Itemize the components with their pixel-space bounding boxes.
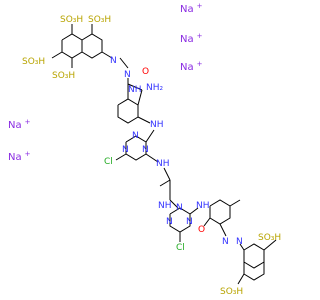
bond [229,199,241,207]
sodium-charge-label: + [25,150,31,158]
azo-nitrogen-label: N [236,237,243,247]
triazine-nitrogen-label: N [122,145,129,155]
methoxy-oxygen-label: O [198,225,205,235]
atom-labels: SO₃H SO₃H SO₃H SO₃H N N O NH₂ NH NH N N … [22,15,281,297]
sulfonic-acid-label: SO₃H [220,287,243,297]
chlorine-label: Cl [104,157,113,167]
sulfonic-acid-label: SO₃H [22,57,45,67]
naphthalene-top-ring-b [81,33,103,59]
bond [159,179,171,187]
bond [137,116,151,124]
azo-nitrogen-label: N [124,70,131,80]
bond [163,167,171,181]
chlorine-label: Cl [176,243,185,253]
triazine-nitrogen-label: N [142,145,149,155]
chemical-structure-diagram: Na+ Na+ Na+ Na+ Na+ SO₃H SO₃H SO₃H SO₃H N N … [8,2,281,297]
triazine-nitrogen-label: N [132,131,139,141]
bond [237,273,245,285]
triazine-ring-2 [169,207,191,233]
sulfonic-acid-label: SO₃H [52,71,75,81]
urea-amine-label: NH₂ [146,83,164,93]
sulfonic-acid-label: SO₃H [60,15,83,25]
naphthalene-bottom-ring-a [243,243,265,269]
naphthalene-bottom-ring-b [243,262,265,281]
sodium-charge-label: + [197,32,203,40]
sodium-charge-label: + [197,60,203,68]
bond [239,243,245,251]
sulfonic-acid-label: SO₃H [258,233,281,243]
triazine-nitrogen-label: N [166,217,173,227]
bond [137,89,143,106]
amine-label: NH [158,201,172,211]
bond [219,223,227,237]
bond [119,57,129,69]
bond [203,217,211,227]
sodium-charge-label: + [25,118,31,126]
bond [51,51,63,59]
sodium-ion-label: Na+ [180,60,203,73]
amine-label: NH [156,159,170,169]
sodium-ion-label: Na+ [180,32,203,45]
bond [145,129,155,143]
amine-label: NH [196,201,210,211]
bond [169,199,179,209]
sodium-ion-label: Na+ [180,2,203,15]
azo-nitrogen-label: N [110,56,117,66]
triazine-nitrogen-label: N [186,217,193,227]
urea-oxygen-label: O [142,67,149,77]
bond [189,207,199,215]
phenyl-ring-2 [209,199,231,225]
naphthalene-top-ring-a [61,33,83,59]
phenyl-ring-1 [117,98,139,124]
urea-nh-label: NH [128,85,142,95]
bond [101,51,113,59]
molecule-bonds [51,24,277,285]
sulfonic-acid-label: SO₃H [88,15,111,25]
amine-label: NH [150,120,164,130]
sodium-ion-label: Na+ [8,150,31,163]
sodium-charge-label: + [197,2,203,10]
bond [115,153,127,161]
azo-nitrogen-label: N [222,237,229,247]
triazine-nitrogen-label: N [176,203,183,213]
sodium-counterions: Na+ Na+ Na+ Na+ Na+ [8,2,203,163]
bond [263,239,277,251]
bond [145,153,159,163]
sodium-ion-label: Na+ [8,118,31,131]
bond [127,83,143,91]
